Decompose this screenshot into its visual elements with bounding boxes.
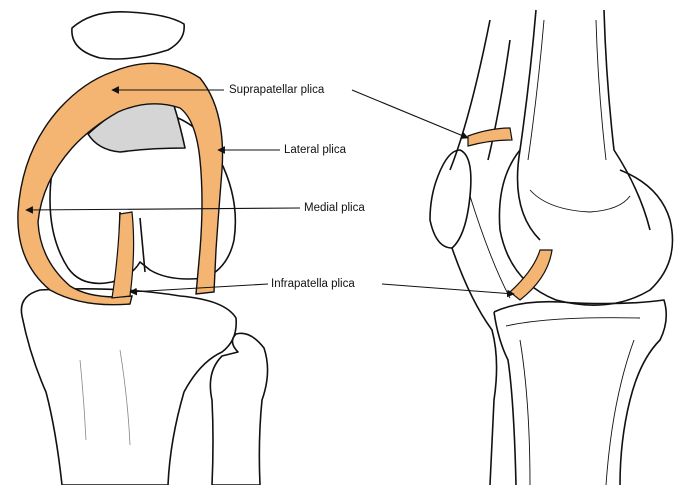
- side-view: [429, 9, 674, 485]
- side-plicae: [467, 127, 553, 301]
- plica-ring-shape: [17, 62, 224, 306]
- patella-side: [429, 149, 472, 249]
- tibia: [20, 288, 238, 485]
- infrapatellar-plica-side: [509, 249, 553, 301]
- tibia-side: [493, 299, 668, 485]
- leader-lines: [25, 86, 515, 298]
- suprapatellar-plica-side: [467, 127, 513, 147]
- infrapatellar-strip-front: [111, 211, 135, 299]
- femur-shaft: [516, 9, 651, 241]
- femoral-condyle: [498, 149, 674, 306]
- label-lateral-plica: Lateral plica: [284, 144, 347, 156]
- label-medial-plica: Medial plica: [304, 202, 365, 214]
- label-infrapatella-plica: Infrapatella plica: [271, 278, 355, 290]
- label-suprapatellar-plica: Suprapatellar plica: [229, 84, 325, 96]
- front-plica-ring: [17, 62, 224, 306]
- front-view: [20, 11, 269, 485]
- fibula: [209, 332, 269, 485]
- patella: [71, 11, 185, 60]
